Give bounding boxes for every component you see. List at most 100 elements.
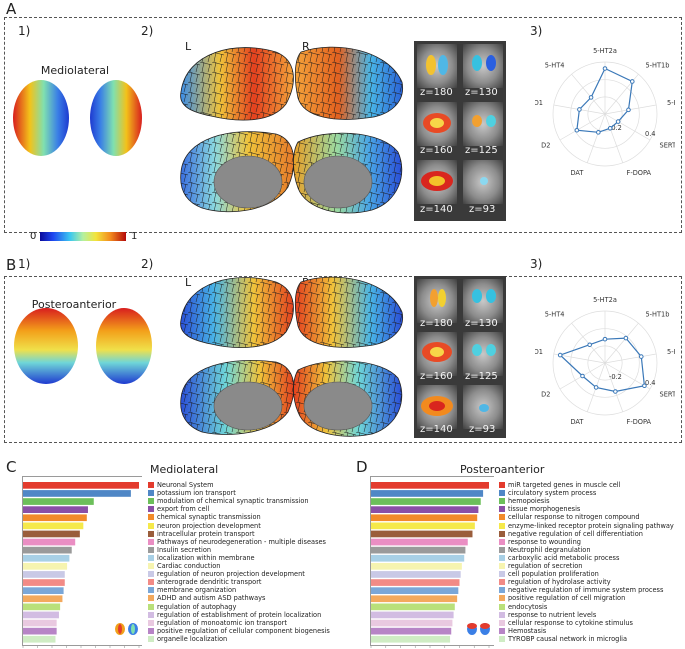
mri-slice <box>463 332 503 376</box>
legend-label: membrane organization <box>157 586 237 595</box>
legend-item: anterograde dendritic transport <box>148 578 262 586</box>
legend-swatch <box>148 506 154 513</box>
bar <box>371 538 468 546</box>
legend-swatch <box>499 603 505 610</box>
bar <box>371 506 479 513</box>
bar <box>23 506 88 513</box>
panel-b-cortex <box>180 276 403 437</box>
panel-b-radar-chart: 5-HT2a5-HT1b5-HT1aSERTF-DOPADATD2D15-HT4… <box>535 296 675 426</box>
legend-label: negative regulation of cell differentiat… <box>508 529 643 538</box>
bar <box>23 619 57 627</box>
radar-axis-label: SERT <box>660 142 675 150</box>
bar <box>23 538 76 546</box>
legend-label: Insulin secretion <box>157 545 212 554</box>
panel-b-gradient-blobs <box>14 308 152 384</box>
bar <box>23 498 94 505</box>
panel-b-hemi-left: L <box>185 276 192 289</box>
legend-item: intracellular protein transport <box>148 530 255 538</box>
left-hemisphere-blob <box>13 80 69 156</box>
panel-c-axis-frame <box>22 476 142 646</box>
legend-item: carboxylic acid metabolic process <box>499 554 619 562</box>
mri-z-label: z=180 <box>420 87 453 98</box>
radar-axis-label: D1 <box>535 99 543 107</box>
bar <box>23 530 80 538</box>
radar-spoke <box>604 113 651 141</box>
bar <box>371 554 465 562</box>
panel-b-sub3: 3) <box>530 257 543 271</box>
legend-label: response to wounding <box>508 537 581 546</box>
bar <box>371 619 453 627</box>
legend-item: ADHD and autism ASD pathways <box>148 594 265 602</box>
panel-a-sub3: 3) <box>530 24 543 38</box>
legend-swatch <box>148 514 154 521</box>
radar-axis-label: D2 <box>541 391 550 399</box>
right-hemisphere-blob <box>96 308 152 384</box>
legend-item: organelle localization <box>148 635 227 643</box>
panel-b-mri-grid: z=180 z=130 z=160 z=125 z=140 z=93 <box>414 276 506 438</box>
legend-label: intracellular protein transport <box>157 529 255 538</box>
panel-c-title: Mediolateral <box>150 463 219 476</box>
panel-a-frame <box>4 17 682 233</box>
legend-label: regulation of secretion <box>508 562 583 570</box>
legend-label: Pathways of neurodegeneration - multiple… <box>157 537 326 546</box>
panel-letter-b: B <box>6 256 17 274</box>
bar <box>371 530 473 538</box>
bar <box>371 579 460 586</box>
panel-letter-d: D <box>356 458 368 476</box>
legend-label: chemical synaptic transmission <box>157 513 261 522</box>
legend-swatch <box>499 522 505 529</box>
radar-point <box>557 352 563 358</box>
panel-d-bar-chart <box>370 482 490 648</box>
radar-point <box>638 354 644 359</box>
legend-item: Insulin secretion <box>148 546 211 554</box>
panel-b-sub2: 2) <box>141 257 154 271</box>
legend-swatch <box>499 571 505 578</box>
panel-a-hemi-left: L <box>185 40 192 53</box>
legend-item: Cardiac conduction <box>148 562 220 570</box>
legend-item: TYROBP causal network in microglia <box>499 635 627 643</box>
radar-point <box>580 373 585 379</box>
left-hemisphere-blob <box>14 308 78 384</box>
bar <box>23 482 139 489</box>
legend-item: positive regulation of cell migration <box>499 594 625 602</box>
panel-c-bar-chart <box>22 482 140 648</box>
legend-label: cellular response to cytokine stimulus <box>508 618 633 627</box>
bar <box>23 554 70 562</box>
bar <box>23 579 65 586</box>
radar-spoke <box>559 113 606 141</box>
bar <box>371 611 454 619</box>
panel-a-cortex <box>180 46 404 214</box>
bar <box>23 595 63 603</box>
radar-series-line <box>576 67 633 133</box>
legend-label: localization within membrane <box>157 553 255 562</box>
legend-label: tissue morphogenesis <box>508 505 581 514</box>
legend-swatch <box>148 595 154 602</box>
legend-item: regulation of hydrolase activity <box>499 578 611 586</box>
mri-z-label: z=160 <box>420 145 453 156</box>
legend-item: regulation of neuron projection developm… <box>148 570 305 578</box>
legend-label: organelle localization <box>157 634 228 643</box>
mri-z-label: z=140 <box>420 204 453 215</box>
legend-swatch <box>148 635 154 642</box>
bar <box>371 498 481 505</box>
legend-item: hemopoiesis <box>499 497 550 505</box>
radar-point <box>629 79 635 84</box>
panel-a-sub1: 1) <box>18 24 31 38</box>
mri-z-label: z=93 <box>469 204 496 215</box>
panel-a-gradient-title: Mediolateral <box>40 64 110 77</box>
legend-label: miR targeted genes in muscle cell <box>508 481 621 489</box>
radar-axis-label: 5-HT2a <box>593 47 617 55</box>
panel-a-hemi-right: R <box>302 40 310 53</box>
legend-swatch <box>499 587 505 594</box>
legend-swatch <box>148 538 154 545</box>
legend-swatch <box>148 490 154 497</box>
mri-z-label: z=130 <box>465 87 498 98</box>
radar-axis-label: DAT <box>570 418 584 426</box>
radar-axis-label: 5-HT4 <box>545 62 565 70</box>
bar <box>23 514 87 522</box>
legend-swatch <box>148 603 154 610</box>
legend-item: cell population proliferation <box>499 570 599 578</box>
legend-item: tissue morphogenesis <box>499 505 580 513</box>
legend-swatch <box>148 482 154 488</box>
